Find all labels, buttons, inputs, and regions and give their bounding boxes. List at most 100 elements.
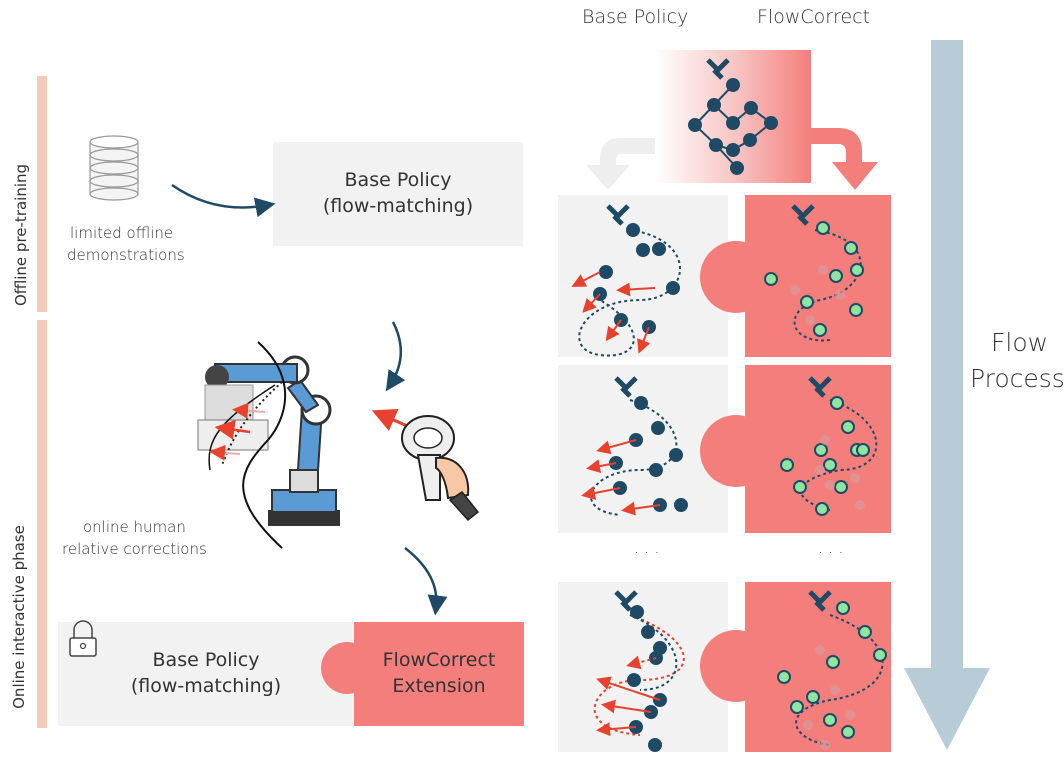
gripper-icon: [808, 376, 832, 392]
trajectory-node: [823, 713, 837, 727]
ellipsis-right: · · ·: [818, 543, 844, 562]
gripper-icon: [706, 58, 730, 74]
trajectory-node: [709, 138, 723, 152]
trajectory-path: [795, 614, 884, 746]
gripper-icon: [797, 214, 809, 226]
offline-phase-bar: [37, 76, 47, 312]
ghost-node: [805, 315, 815, 325]
puzzle-knob-1: [700, 241, 772, 313]
trajectory-node: [669, 448, 683, 462]
trajectory-node: [599, 265, 613, 279]
trajectory-node: [844, 241, 858, 255]
trajectory-node: [806, 690, 820, 704]
correction-arrow: [621, 501, 661, 516]
trajectory-node: [813, 323, 827, 337]
trajectory-node: [649, 463, 663, 477]
gripper-icon: [620, 600, 632, 612]
ghost-node: [845, 710, 855, 720]
online-phase-bar: [37, 320, 47, 728]
correction-arrow: [626, 655, 657, 670]
trajectory-path: [578, 229, 681, 357]
branch-arrow-base: [586, 138, 655, 190]
trajectory-node: [674, 498, 688, 512]
trajectory-node: [666, 281, 680, 295]
trajectory-node: [826, 655, 840, 669]
trajectory-node: [743, 133, 757, 147]
trajectory-node: [834, 480, 848, 494]
ghost-node: [830, 685, 840, 695]
trajectory-node: [651, 421, 665, 435]
trajectory-node: [850, 263, 864, 277]
trajectory-path: [590, 399, 678, 516]
trajectory-node: [726, 116, 740, 130]
gripper-icon: [791, 204, 815, 220]
arrow-data-to-policy: [171, 183, 276, 218]
trajectory-path: [593, 614, 685, 736]
trajectory-node: [793, 480, 807, 494]
correction-arrow: [596, 439, 637, 455]
data-caption-line2: demonstrations: [67, 246, 185, 264]
gripper-icon: [620, 386, 632, 398]
trajectory-node: [830, 396, 844, 410]
trajectory-node: [636, 243, 650, 257]
flow-label-line1: Flow: [991, 328, 1049, 357]
extension-line1: FlowCorrect: [382, 649, 496, 672]
gripper-icon: [612, 214, 624, 226]
human-caption-line2: relative corrections: [62, 540, 207, 558]
puzzle-knob-2: [700, 415, 772, 487]
trajectory-node: [800, 295, 814, 309]
human-caption-line1: online human: [83, 518, 186, 536]
ghost-node: [815, 465, 825, 475]
trajectory-path: [793, 229, 862, 342]
header-base-policy: Base Policy: [582, 6, 689, 28]
correction-arrow: [637, 326, 651, 354]
ghost-node: [820, 740, 830, 750]
ghost-node: [818, 265, 828, 275]
final-base-policy-box: Base Policy (flow-matching): [58, 622, 354, 726]
gripper-icon: [814, 600, 826, 612]
correction-arrow: [581, 486, 621, 500]
puzzle-knob-3: [700, 630, 772, 702]
branch-arrow-flow: [811, 128, 878, 190]
final-policy-line1: Base Policy: [152, 649, 260, 672]
gripper-icon: [614, 590, 638, 606]
trajectory-node: [688, 118, 702, 132]
correction-arrow: [605, 319, 622, 342]
flowcorrect-extension-box: FlowCorrect Extension: [354, 622, 524, 726]
arrow-policy-to-robot: [385, 321, 406, 392]
offline-base-policy-box: Base Policy (flow-matching): [273, 142, 523, 246]
correction-arrow: [616, 282, 656, 297]
ghost-node: [825, 480, 835, 490]
trajectory-node: [648, 738, 662, 752]
trajectory-node: [634, 396, 648, 410]
gripper-icon: [614, 376, 638, 392]
trajectory-node: [780, 458, 794, 472]
data-caption-line1: limited offline: [70, 224, 174, 242]
trajectory-node: [836, 601, 850, 615]
trajectory-node: [707, 98, 721, 112]
trajectory-node: [744, 101, 758, 115]
trajectory-node: [726, 78, 740, 92]
trajectory-node: [814, 443, 828, 457]
offline-policy-line1: Base Policy: [344, 169, 452, 192]
trajectory-path: [800, 399, 878, 511]
trajectory-node: [726, 143, 740, 157]
gripper-icon: [814, 386, 826, 398]
header-flowcorrect: FlowCorrect: [757, 6, 871, 28]
trajectory-node: [849, 303, 863, 317]
offline-policy-line2: (flow-matching): [322, 195, 474, 217]
trajectory-node: [841, 420, 855, 434]
trajectory-node: [815, 502, 829, 516]
trajectory-node: [823, 458, 837, 472]
correction-arrow: [601, 699, 652, 714]
correction-arrow: [582, 293, 601, 313]
ghost-node: [790, 285, 800, 295]
trajectory-node: [652, 242, 666, 256]
gripper-icon: [712, 68, 724, 80]
